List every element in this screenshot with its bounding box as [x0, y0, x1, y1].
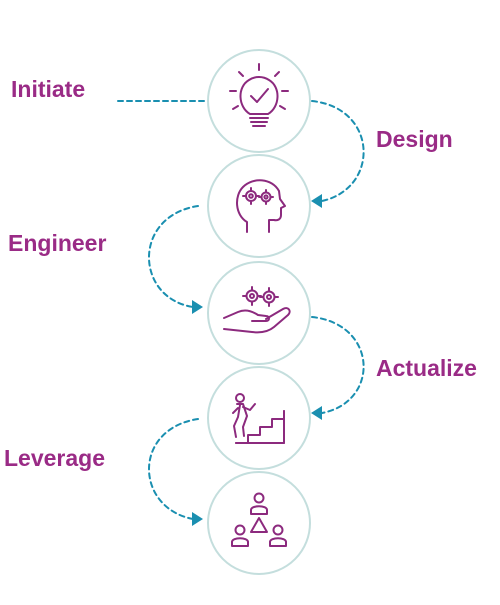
step-5-circle	[207, 471, 311, 575]
hand-gears-icon	[223, 286, 291, 334]
step-label-actualize: Actualize	[376, 355, 477, 381]
arrowhead-design	[311, 194, 322, 208]
lightbulb-check-icon	[229, 63, 289, 127]
step-label-design: Design	[376, 126, 453, 152]
connector-1-to-2	[311, 100, 365, 202]
team-network-icon	[231, 492, 287, 547]
step-label-engineer: Engineer	[8, 230, 107, 256]
step-label-initiate: Initiate	[11, 76, 86, 102]
arrowhead-actualize	[311, 406, 322, 420]
connector-3-to-4	[311, 316, 365, 414]
head-gears-icon	[236, 179, 286, 233]
connector-4-to-5	[148, 418, 199, 520]
person-climbing-stairs-icon	[232, 393, 285, 444]
step-3-circle	[207, 261, 311, 365]
arrowhead-leverage	[192, 512, 203, 526]
connector-2-to-3	[148, 205, 199, 308]
step-label-leverage: Leverage	[4, 445, 106, 471]
step-2-circle	[207, 154, 311, 258]
step-4-circle	[207, 366, 311, 470]
arrowhead-engineer	[192, 300, 203, 314]
